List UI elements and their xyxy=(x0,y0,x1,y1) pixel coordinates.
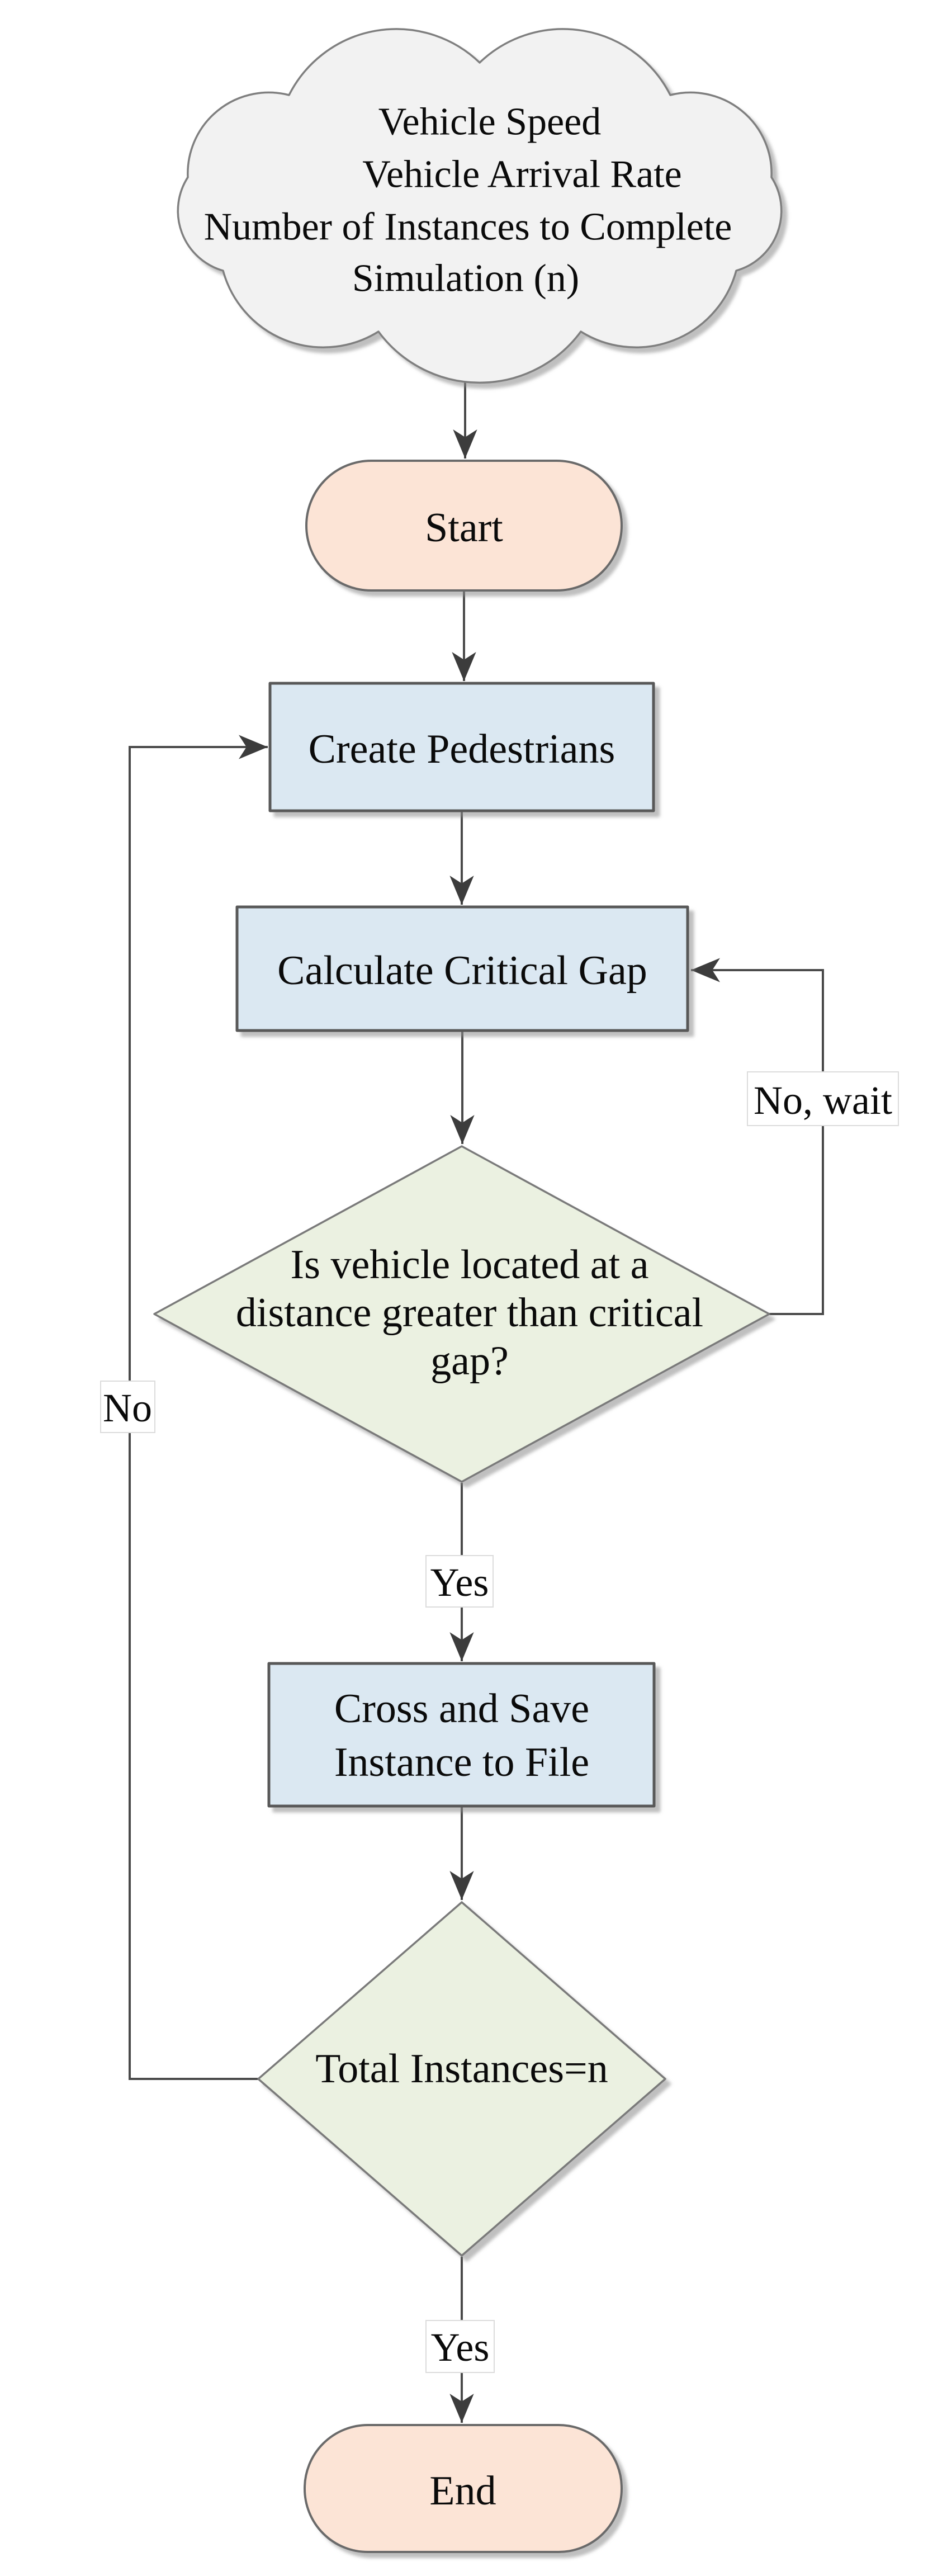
edge-labels: No, wait Yes No Yes xyxy=(100,1071,899,2373)
node-end: End xyxy=(304,2424,623,2553)
edge-label-no-wait: No, wait xyxy=(747,1071,899,1126)
create-pedestrians-shape xyxy=(268,682,655,812)
edge-label-yes-total: Yes xyxy=(425,2320,495,2373)
end-label: End xyxy=(429,2468,496,2514)
cloud-shape xyxy=(177,28,783,384)
create-pedestrians-label: Create Pedestrians xyxy=(309,726,615,772)
node-gap-decision: Is vehicle located at a distance greater… xyxy=(153,1145,770,1483)
cross-and-save-text-line-1: Cross and Save xyxy=(334,1686,589,1732)
calculate-critical-gap-shape xyxy=(235,905,689,1032)
start-shape xyxy=(305,460,623,592)
yes-total-label-text: Yes xyxy=(431,2325,490,2370)
cloud-text-line-3: Number of Instances to Complete xyxy=(204,206,732,249)
gap-decision-shape xyxy=(153,1145,770,1483)
gap-decision-text-line-1: Is vehicle located at a xyxy=(291,1242,649,1288)
cross-and-save-text-line-2: Instance to File xyxy=(334,1740,589,1785)
nodes: Vehicle Speed Vehicle Arrival Rate Numbe… xyxy=(153,28,783,2553)
start-label: Start xyxy=(425,505,503,551)
cloud-text-line-4: Simulation (n) xyxy=(352,257,579,300)
no-wait-label-box xyxy=(747,1071,899,1126)
yes-gap-label-text: Yes xyxy=(430,1560,489,1605)
node-cross-and-save: Cross and Save Instance to File xyxy=(267,1662,656,1808)
node-calculate-critical-gap: Calculate Critical Gap xyxy=(235,905,689,1032)
calculate-critical-gap-label: Calculate Critical Gap xyxy=(277,948,647,994)
edge-label-no-total: No xyxy=(100,1381,155,1433)
yes-total-label-box xyxy=(425,2320,495,2373)
node-total-instances-decision: Total Instances=n xyxy=(257,1901,666,2257)
gap-decision-text-line-3: gap? xyxy=(430,1338,509,1384)
node-start: Start xyxy=(305,460,623,592)
no-wait-label-text: No, wait xyxy=(754,1078,892,1123)
end-shape xyxy=(304,2424,623,2553)
total-instances-decision-shape xyxy=(257,1901,666,2257)
cloud-text-line-1: Vehicle Speed xyxy=(378,101,601,144)
node-create-pedestrians: Create Pedestrians xyxy=(268,682,655,812)
no-total-label-text: No xyxy=(103,1386,152,1430)
total-instances-decision-label: Total Instances=n xyxy=(315,2046,608,2092)
cloud-text-line-2: Vehicle Arrival Rate xyxy=(362,153,681,196)
cross-and-save-shape xyxy=(267,1662,656,1808)
no-total-label-box xyxy=(100,1381,155,1433)
edge-label-yes-gap: Yes xyxy=(425,1555,494,1608)
gap-decision-text-line-2: distance greater than critical xyxy=(236,1290,703,1336)
connector-no-wait-loop xyxy=(691,958,824,1315)
node-inputs-cloud: Vehicle Speed Vehicle Arrival Rate Numbe… xyxy=(177,28,783,384)
yes-gap-label-box xyxy=(425,1555,494,1608)
